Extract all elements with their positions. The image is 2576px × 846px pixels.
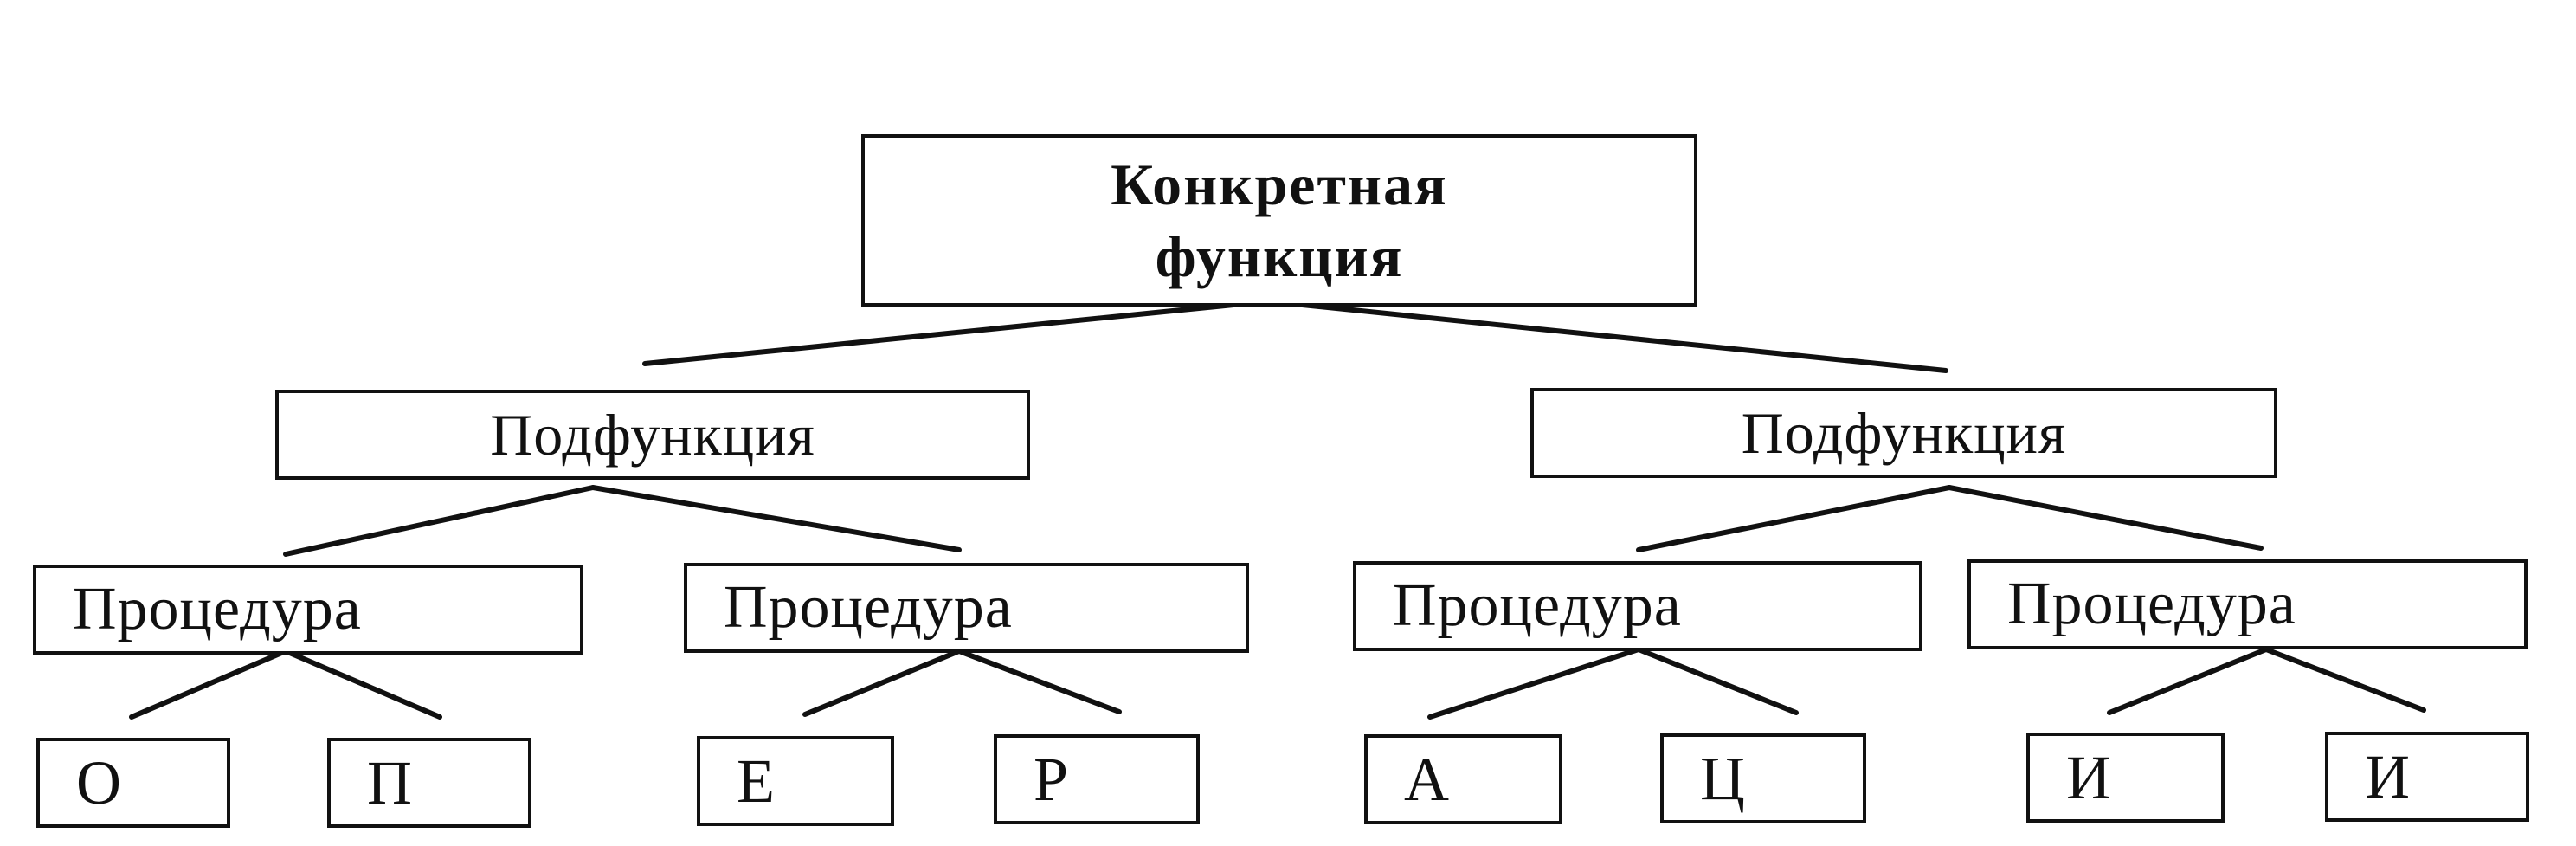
- leaf-box-8: И: [2325, 732, 2529, 822]
- connector-proc3-right: [1636, 647, 1799, 715]
- procedure-label: Процедура: [724, 574, 1013, 641]
- procedure-box-4: Процедура: [1967, 559, 2528, 649]
- leaf-box-3: Е: [697, 736, 894, 826]
- connector-proc1-right: [283, 649, 442, 720]
- subfunction-box-1: Подфункция: [275, 390, 1030, 480]
- leaf-label: П: [367, 747, 412, 817]
- leaf-box-2: П: [327, 738, 531, 828]
- leaf-box-6: Ц: [1660, 733, 1866, 823]
- leaf-box-4: Р: [994, 734, 1200, 824]
- connector-proc4-right: [2264, 647, 2426, 713]
- connector-root-right: [1265, 299, 1948, 373]
- procedure-box-3: Процедура: [1353, 561, 1922, 651]
- connector-proc2-left: [802, 649, 962, 717]
- procedure-label: Процедура: [1393, 572, 1682, 639]
- subfunction-label: Подфункция: [1741, 399, 2067, 466]
- procedure-label: Процедура: [2007, 571, 2296, 637]
- leaf-label: Ц: [1700, 743, 1745, 813]
- leaf-box-7: И: [2026, 733, 2225, 823]
- subfunction-label: Подфункция: [490, 401, 815, 468]
- connector-sub2-left: [1636, 485, 1952, 552]
- subfunction-box-2: Подфункция: [1530, 388, 2277, 478]
- connector-sub1-left: [283, 485, 596, 557]
- connector-sub2-right: [1947, 485, 2264, 551]
- leaf-label: А: [1404, 744, 1449, 814]
- leaf-label: О: [76, 747, 121, 817]
- connector-proc1-left: [129, 649, 288, 720]
- leaf-label: Р: [1034, 744, 1069, 814]
- connector-root-left: [642, 299, 1271, 366]
- root-function-title-line2: функция: [1155, 223, 1404, 289]
- root-function-title-line1: Конкретная: [1111, 151, 1448, 217]
- leaf-label: Е: [737, 746, 775, 816]
- procedure-box-2: Процедура: [684, 563, 1249, 653]
- connector-proc4-left: [2107, 647, 2269, 715]
- connector-proc3-left: [1427, 647, 1641, 720]
- root-function-box: Конкретная функция: [861, 134, 1697, 307]
- leaf-box-1: О: [36, 738, 230, 828]
- connector-sub1-right: [590, 485, 962, 552]
- procedure-label: Процедура: [73, 576, 362, 643]
- leaf-box-5: А: [1364, 734, 1562, 824]
- connector-proc2-right: [956, 649, 1122, 714]
- leaf-label: И: [2365, 741, 2410, 811]
- leaf-label: И: [2066, 742, 2111, 812]
- procedure-box-1: Процедура: [33, 565, 583, 655]
